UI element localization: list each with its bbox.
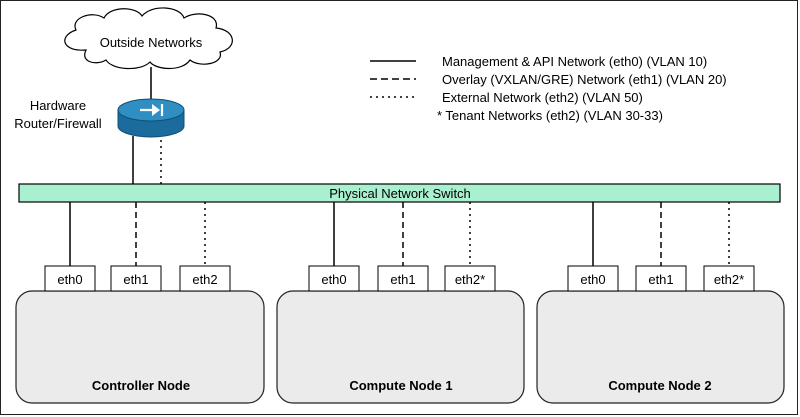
compute2-port-eth0: [567, 265, 619, 292]
outside-networks-cloud: Outside Networks: [64, 7, 233, 70]
compute1-port-eth0-label: eth0: [321, 272, 346, 287]
controller-port-eth0: [44, 265, 96, 292]
router-label-line1: Hardware: [30, 98, 86, 113]
compute1-port-eth2: [444, 265, 496, 292]
legend: Management & API Network (eth0) (VLAN 10…: [370, 54, 727, 123]
compute-node-1: eth0 eth1 eth2* Compute Node 1: [276, 202, 525, 404]
controller-node-title: Controller Node: [92, 378, 190, 393]
legend-item-management: Management & API Network (eth0) (VLAN 10…: [442, 54, 707, 69]
controller-port-eth0-label: eth0: [57, 272, 82, 287]
router-icon: [117, 98, 185, 138]
cloud-shape: [64, 7, 233, 70]
compute1-port-eth0: [308, 265, 360, 292]
compute2-port-eth0-label: eth0: [580, 272, 605, 287]
controller-port-eth1: [110, 265, 162, 292]
controller-port-eth1-label: eth1: [123, 272, 148, 287]
compute2-port-eth1: [635, 265, 687, 292]
compute1-port-eth1: [377, 265, 429, 292]
compute-node-2-title: Compute Node 2: [608, 378, 711, 393]
compute1-port-eth1-label: eth1: [390, 272, 415, 287]
controller-node: eth0 eth1 eth2 Controller Node: [15, 202, 265, 404]
compute-node-1-title: Compute Node 1: [349, 378, 452, 393]
router-label-line2: Router/Firewall: [14, 116, 102, 131]
compute1-port-eth2-label: eth2*: [455, 272, 485, 287]
cloud-label: Outside Networks: [100, 35, 203, 50]
compute2-port-eth2: [703, 265, 755, 292]
controller-port-eth2-label: eth2: [192, 272, 217, 287]
controller-port-eth2: [179, 265, 231, 292]
legend-item-external: External Network (eth2) (VLAN 50): [442, 90, 643, 105]
legend-note-tenant: * Tenant Networks (eth2) (VLAN 30-33): [437, 108, 663, 123]
legend-item-overlay: Overlay (VXLAN/GRE) Network (eth1) (VLAN…: [442, 72, 727, 87]
physical-network-switch: Physical Network Switch: [18, 183, 781, 203]
compute-node-2: eth0 eth1 eth2* Compute Node 2: [536, 202, 785, 404]
compute2-port-eth2-label: eth2*: [714, 272, 744, 287]
switch-label: Physical Network Switch: [329, 186, 471, 201]
compute2-port-eth1-label: eth1: [648, 272, 673, 287]
